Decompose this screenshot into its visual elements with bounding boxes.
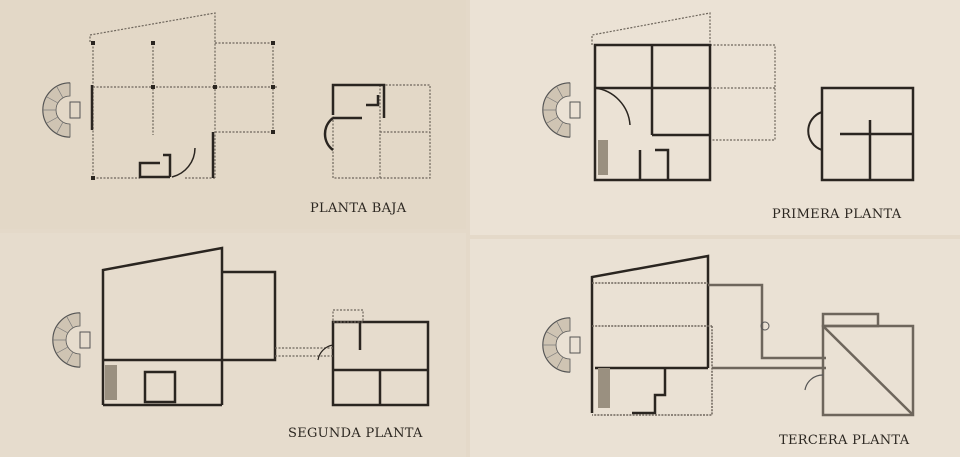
plan-planta-baja	[42, 12, 431, 180]
panel-segunda-planta	[0, 233, 466, 457]
label-segunda-planta: SEGUNDA PLANTA	[288, 426, 423, 441]
panel-planta-baja	[0, 0, 466, 229]
label-planta-baja: PLANTA BAJA	[310, 201, 407, 216]
plan-primera-planta	[542, 12, 915, 182]
plan-tercera-planta	[542, 254, 915, 417]
label-tercera-planta: TERCERA PLANTA	[779, 433, 910, 448]
label-primera-planta: PRIMERA PLANTA	[772, 207, 902, 222]
plan-segunda-planta	[52, 246, 430, 407]
